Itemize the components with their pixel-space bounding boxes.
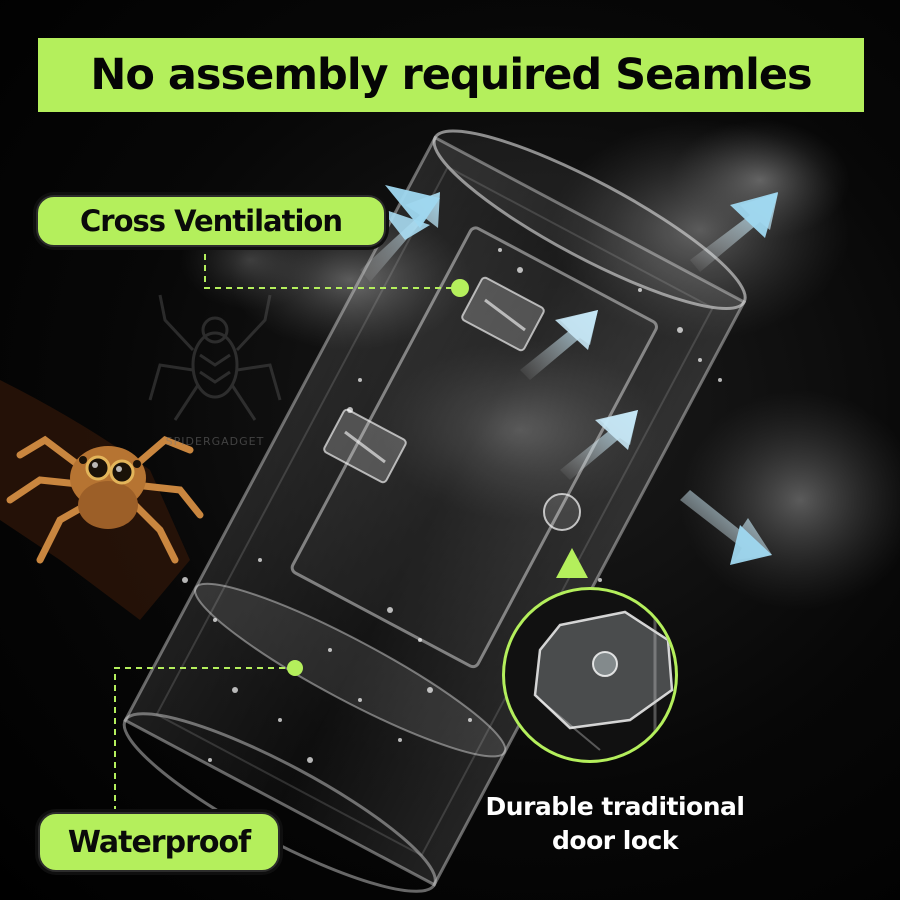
airflow-arrows (360, 185, 778, 565)
door-lock-caption-line2: door lock (552, 826, 678, 855)
door-hinge-bottom (323, 408, 407, 484)
door-lock-caption-line1: Durable traditional (485, 792, 745, 821)
watermark-logo (148, 294, 282, 421)
door-lock-callout (502, 548, 678, 763)
waterproof-connector (114, 660, 303, 812)
headline-banner: No assembly required Seamles (38, 38, 864, 112)
headline: No assembly required Seamles (90, 50, 812, 100)
water-droplets (182, 248, 722, 763)
door-lock-knob (543, 493, 581, 531)
ventilation-connector (204, 243, 469, 297)
door-lock-caption: Durable traditional door lock (430, 790, 800, 858)
door-hinge-top (461, 276, 545, 352)
ventilation-label-pill: Cross Ventilation (36, 195, 386, 247)
ventilation-label: Cross Ventilation (80, 204, 343, 238)
watermark-text: SPIDERGADGET (166, 435, 265, 448)
waterproof-label-pill: Waterproof (38, 812, 280, 872)
jumping-spider (6, 435, 204, 564)
waterproof-label: Waterproof (67, 824, 251, 860)
